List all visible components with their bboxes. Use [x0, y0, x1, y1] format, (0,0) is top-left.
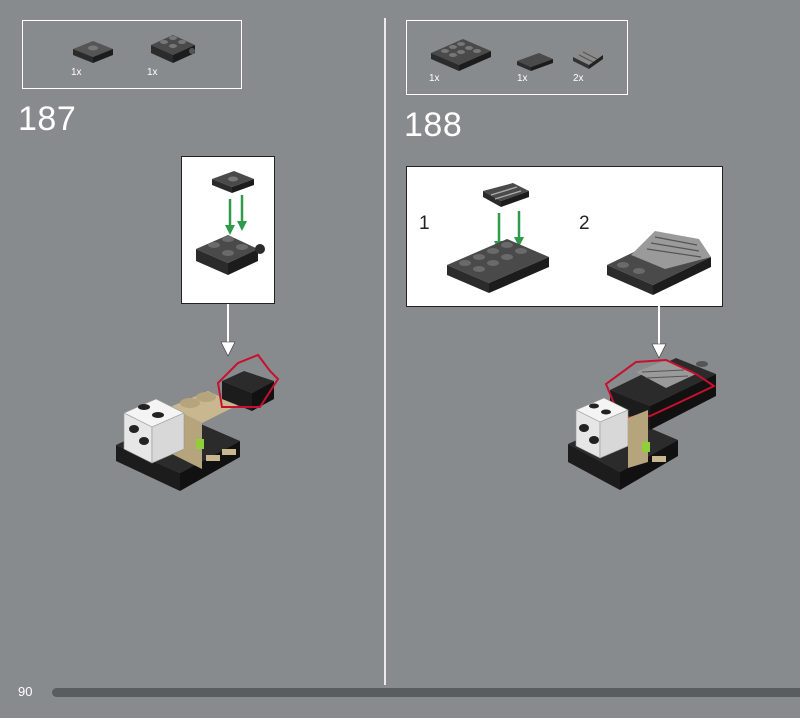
- parts-qty: 1x: [429, 73, 440, 84]
- substep-1-illustration: [447, 183, 549, 293]
- tile-1x2-icon: [517, 53, 553, 71]
- progress-bar: [52, 688, 800, 697]
- callout-arrow: [651, 306, 667, 359]
- sub-assembly-illustration: [196, 171, 265, 275]
- model-illustration-188: [568, 358, 717, 490]
- substep-2-illustration: [607, 231, 711, 295]
- slope-grille-icon: [573, 47, 603, 69]
- page-divider: [384, 18, 386, 685]
- parts-qty: 1x: [71, 67, 82, 78]
- bracket-plate-icon: [151, 35, 195, 63]
- parts-qty: 1x: [147, 67, 158, 78]
- parts-list-188: 1x 1x 2x: [406, 20, 628, 95]
- callout-187: [181, 156, 275, 304]
- plate-1x2-jumper-icon: [73, 41, 113, 63]
- step-number-188: 188: [404, 106, 463, 144]
- parts-qty: 2x: [573, 73, 584, 84]
- page-number: 90: [18, 684, 33, 699]
- parts-list-187: 1x 1x: [22, 20, 242, 89]
- parts-qty: 1x: [517, 73, 528, 84]
- plate-2x4-icon: [431, 39, 491, 71]
- model-illustration-187: [116, 353, 280, 491]
- callout-188: 1 2: [406, 166, 723, 307]
- substep-number: 1: [419, 213, 430, 234]
- substep-number: 2: [579, 213, 590, 234]
- callout-arrow: [220, 304, 236, 357]
- step-number-187: 187: [18, 100, 77, 138]
